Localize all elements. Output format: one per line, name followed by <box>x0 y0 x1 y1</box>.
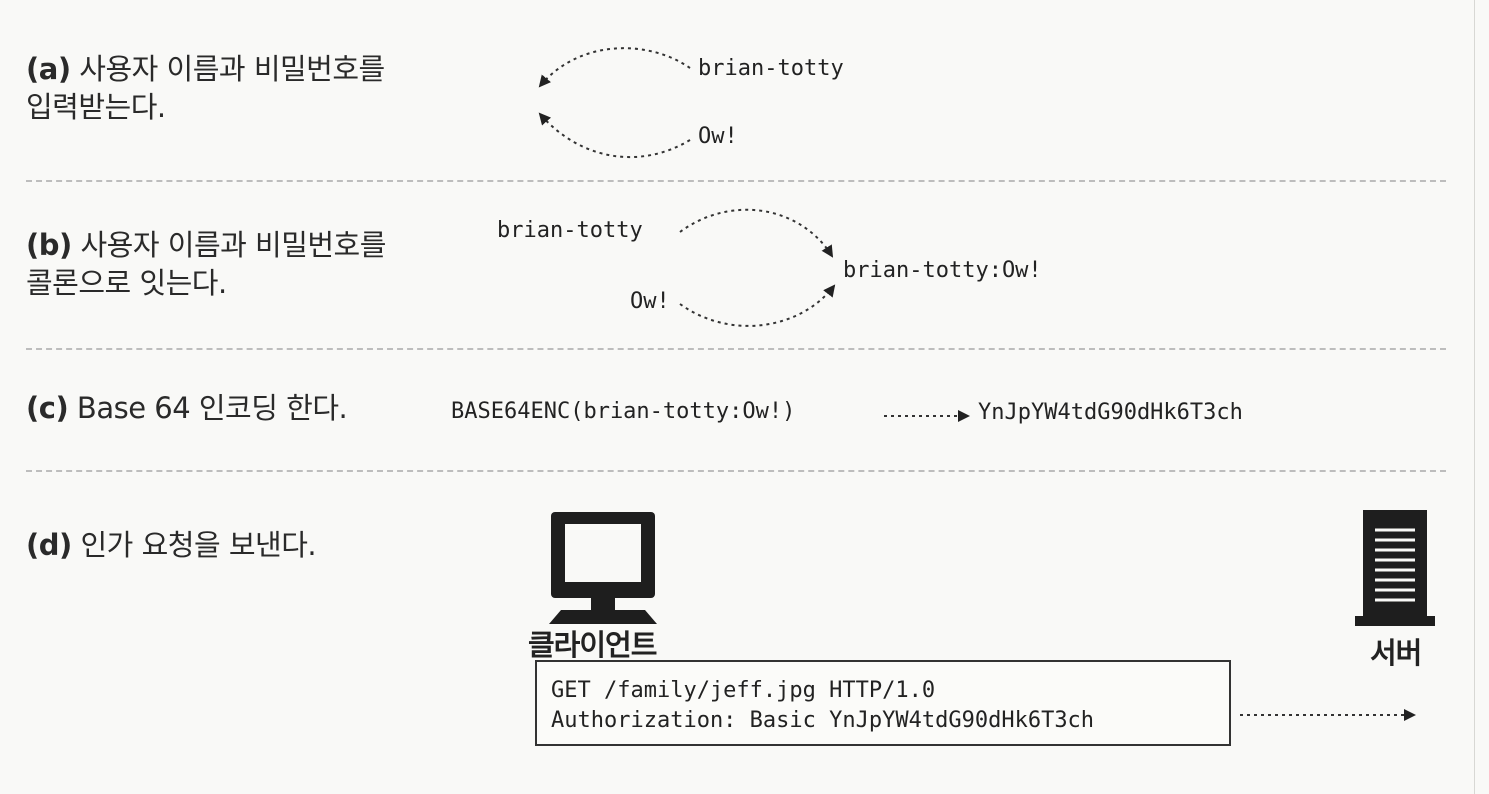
step-a-label: (a) 사용자 이름과 비밀번호를 입력받는다. <box>26 50 385 126</box>
server-label: 서버 <box>1370 636 1422 670</box>
step-a-tag: (a) <box>26 52 71 86</box>
step-c-label: (c) Base 64 인코딩 한다. <box>26 389 348 427</box>
step-b-password: Ow! <box>630 289 670 314</box>
server-icon <box>1355 510 1435 626</box>
arrow-b-username <box>679 208 834 258</box>
page-edge <box>1474 0 1475 794</box>
arrow-a-password <box>538 112 691 159</box>
http-request-box: GET /family/jeff.jpg HTTP/1.0 Authorizat… <box>535 660 1231 746</box>
step-c-tag: (c) <box>26 391 69 425</box>
divider-2 <box>26 348 1446 350</box>
step-b-line1: 사용자 이름과 비밀번호를 <box>71 228 386 262</box>
authorization-header: Authorization: Basic YnJpYW4tdG90dHk6T3c… <box>551 708 1095 733</box>
step-a-password: Ow! <box>698 124 738 149</box>
client-label: 클라이언트 <box>528 628 657 662</box>
step-d-line1: 인가 요청을 보낸다. <box>71 528 317 562</box>
computer-icon <box>549 512 657 624</box>
step-c-input: BASE64ENC(brian-totty:Ow!) <box>451 399 796 424</box>
divider-3 <box>26 470 1446 472</box>
step-b-tag: (b) <box>26 228 72 262</box>
step-d-tag: (d) <box>26 528 72 562</box>
step-c-output: YnJpYW4tdG90dHk6T3ch <box>978 400 1243 425</box>
step-b-joined: brian-totty:Ow! <box>843 258 1042 283</box>
divider-1 <box>26 180 1446 182</box>
step-b-username: brian-totty <box>497 218 643 243</box>
step-a-line1: 사용자 이름과 비밀번호를 <box>70 52 385 86</box>
step-a-username: brian-totty <box>698 56 844 81</box>
step-a-line2: 입력받는다. <box>26 90 166 124</box>
arrow-b-password <box>679 284 836 327</box>
request-line: GET /family/jeff.jpg HTTP/1.0 <box>551 678 936 703</box>
arrow-a-username <box>538 47 691 88</box>
step-b-line2: 콜론으로 잇는다. <box>26 266 227 300</box>
step-d-label: (d) 인가 요청을 보낸다. <box>26 526 317 564</box>
step-c-line1: Base 64 인코딩 한다. <box>68 391 348 425</box>
step-b-label: (b) 사용자 이름과 비밀번호를 콜론으로 잇는다. <box>26 226 386 302</box>
